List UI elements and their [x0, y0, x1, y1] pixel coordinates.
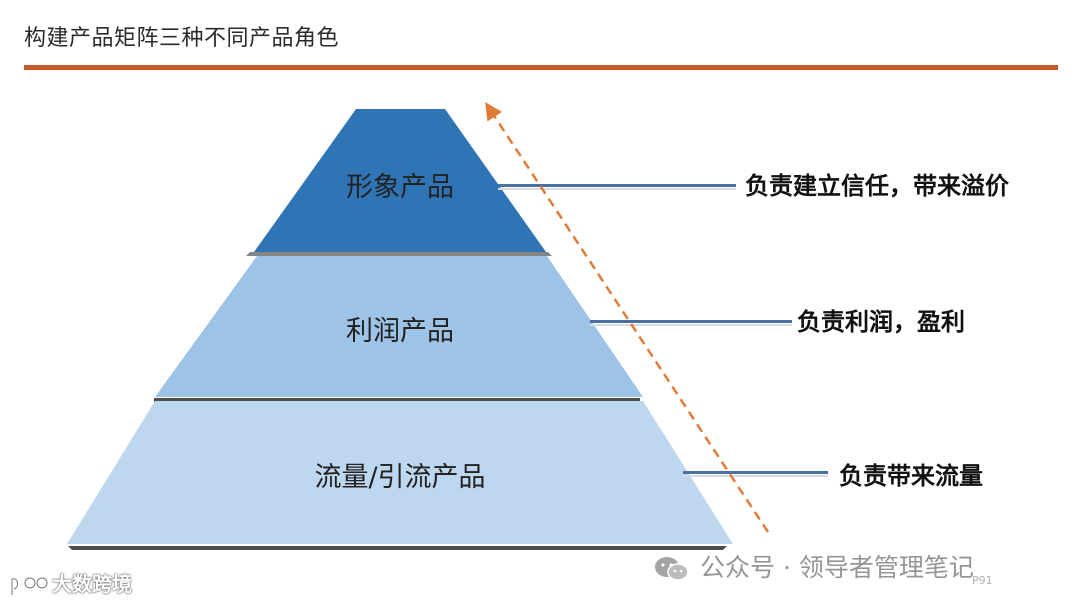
top-tier-label: 形象产品: [346, 172, 454, 203]
top-tier-role: 负责建立信任，带来溢价: [745, 172, 1009, 200]
top-tier-shape: [254, 109, 546, 252]
wechat-icon: [655, 557, 689, 581]
bottom-connector-line: [683, 471, 828, 474]
bottom-tier-shadow: [68, 546, 727, 550]
middle-tier-role: 负责利润，盈利: [797, 308, 965, 336]
bottom-tier-shape: [67, 401, 733, 544]
page-number: P91: [972, 574, 993, 587]
page-title: 构建产品矩阵三种不同产品角色: [24, 26, 340, 51]
corner-logo-text: 大数跨境: [52, 572, 132, 596]
top-connector-line: [498, 184, 736, 187]
watermark-text: 公众号 · 领导者管理笔记: [700, 553, 974, 582]
middle-tier-label: 利润产品: [346, 316, 454, 347]
middle-tier-shape: [155, 256, 643, 397]
title-divider: [24, 65, 1058, 70]
middle-connector-line: [590, 320, 792, 323]
top-connector-shadow: [498, 188, 736, 190]
watermark: 公众号 · 领导者管理笔记: [652, 548, 974, 584]
bottom-connector-shadow: [683, 475, 828, 477]
bottom-tier-label: 流量/引流产品: [314, 462, 486, 493]
middle-connector-shadow: [590, 324, 792, 326]
brand-logo-icon: [10, 576, 49, 595]
top-tier-shadow: [246, 252, 552, 256]
bottom-tier-role: 负责带来流量: [839, 462, 983, 490]
growth-arrow: [485, 102, 770, 533]
corner-logo: 大数跨境: [8, 568, 132, 599]
